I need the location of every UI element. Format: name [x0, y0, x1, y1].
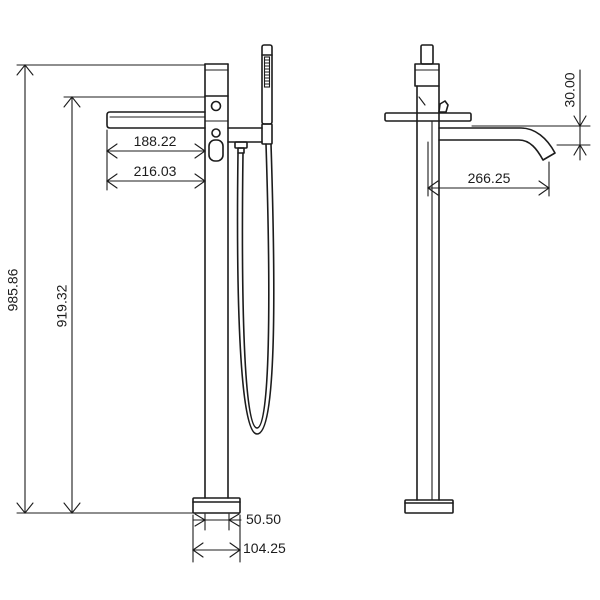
arrow-base-right — [229, 542, 241, 558]
base-plate — [192, 497, 241, 514]
dimension-label-column: 50.50 — [246, 511, 281, 527]
handshower-grip — [263, 56, 271, 88]
side-cap — [414, 63, 440, 87]
arrow-column-right — [227, 513, 240, 527]
arrow-reach-left — [427, 180, 439, 196]
arrow-overall-height-bottom — [16, 502, 34, 514]
dimension-label-base: 104.25 — [243, 540, 286, 556]
arrow-offset-bottom — [573, 143, 587, 156]
side-spout-plate — [384, 112, 472, 122]
arrow-spout-length-a-right — [194, 143, 206, 159]
side-view-dimensions: 266.25 30.00 — [427, 69, 591, 197]
arrow-spout-height-bottom — [63, 502, 81, 514]
hose-connector-neck — [237, 147, 245, 154]
arrow-base-left — [192, 542, 204, 558]
arrow-offset-top — [573, 115, 587, 128]
arrow-spout-length-b-right — [194, 173, 206, 189]
hose-inner — [241, 143, 270, 429]
side-view — [384, 44, 556, 514]
front-view — [106, 44, 275, 514]
arrow-column-left — [194, 513, 207, 527]
arrow-spout-length-b-left — [106, 173, 118, 189]
front-view-dimensions: 985.86 919.32 188.22 216.03 50.50 104.25 — [5, 64, 286, 563]
dimension-label-spout-length-b: 216.03 — [134, 163, 177, 179]
lower-knob — [211, 128, 221, 138]
bath-spout — [438, 127, 556, 161]
arrow-reach-right — [538, 180, 550, 196]
arrow-spout-height-top — [63, 96, 81, 108]
side-lever — [438, 100, 449, 113]
dimension-label-spout-length-a: 188.22 — [134, 133, 177, 149]
arrow-spout-length-a-left — [106, 143, 118, 159]
dimension-label-spout-height: 919.32 — [54, 284, 70, 327]
dimension-label-overall-height: 985.86 — [5, 268, 21, 311]
dimension-label-reach: 266.25 — [468, 170, 511, 186]
handshower-body — [261, 44, 273, 125]
arrow-overall-height-top — [16, 64, 34, 76]
upper-knob — [210, 100, 222, 112]
hose-outer — [236, 143, 275, 435]
side-base-plate — [404, 499, 454, 514]
waterfall-spout — [106, 111, 206, 129]
side-lever-detail — [418, 96, 426, 106]
dimension-label-offset: 30.00 — [562, 72, 578, 107]
diverter — [208, 139, 224, 162]
